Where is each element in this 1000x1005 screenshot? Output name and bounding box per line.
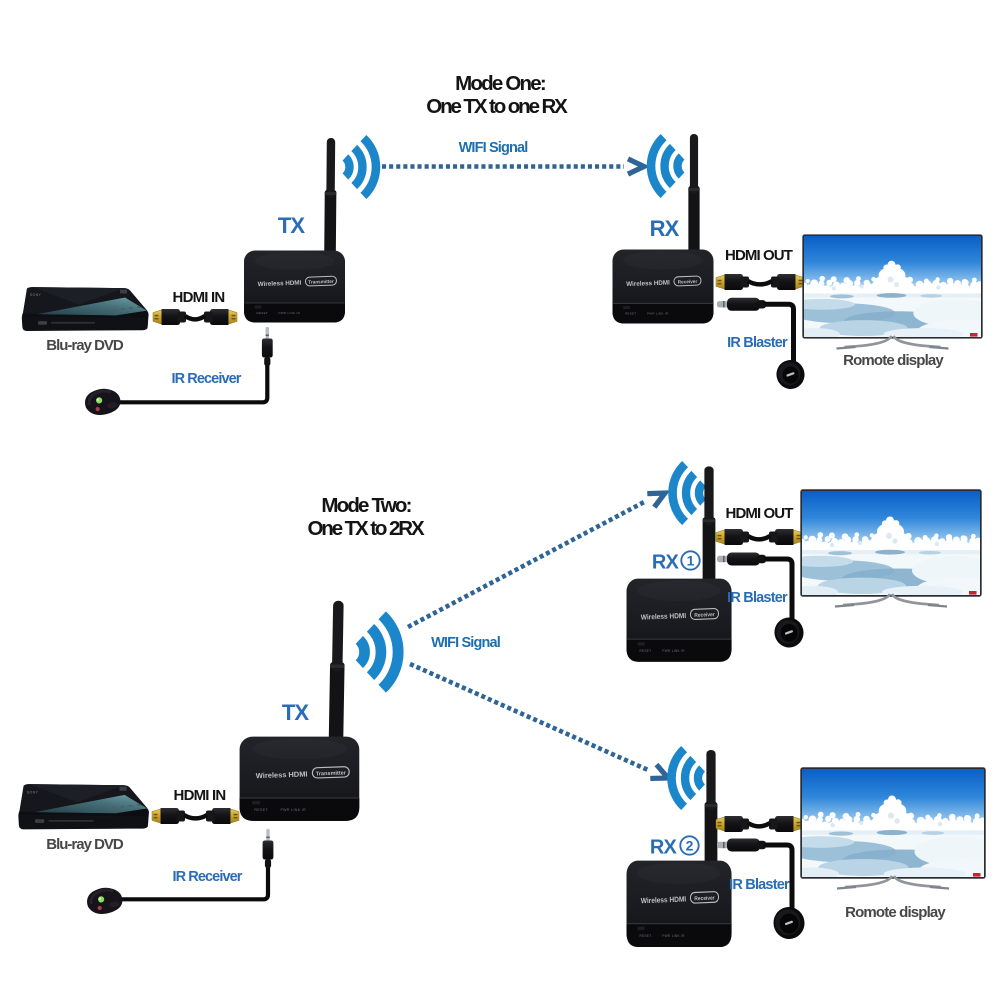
svg-text:Transmitter: Transmitter [316,770,347,777]
svg-text:SONY: SONY [27,790,39,794]
svg-text:SONY: SONY [30,293,42,297]
svg-text:Blu-ray DVD: Blu-ray DVD [46,337,124,354]
svg-text:1: 1 [687,553,695,569]
svg-text:Wireless HDMI: Wireless HDMI [256,769,308,780]
svg-text:TX: TX [278,213,306,238]
svg-text:Blu-ray DVD: Blu-ray DVD [46,836,124,853]
svg-text:One TX to 2RX: One TX to 2RX [307,517,425,540]
svg-text:RESET: RESET [625,312,636,316]
svg-text:RX: RX [652,552,680,574]
svg-text:HDMI OUT: HDMI OUT [725,247,793,264]
svg-text:Wireless HDMI: Wireless HDMI [641,613,687,622]
svg-text:RESET: RESET [640,934,652,938]
svg-text:PWR LINK IR: PWR LINK IR [662,649,685,653]
svg-text:WIFI Signal: WIFI Signal [459,140,528,156]
svg-text:Romote display: Romote display [845,904,946,921]
svg-text:IR Blaster: IR Blaster [729,877,790,893]
svg-text:Mode One:: Mode One: [455,72,545,95]
svg-text:Mode Two:: Mode Two: [321,494,410,517]
svg-text:RX: RX [650,216,680,241]
svg-text:PWR LINK IR: PWR LINK IR [647,312,669,316]
svg-text:Receiver: Receiver [694,612,715,619]
svg-text:One TX to one RX: One TX to one RX [426,95,568,118]
svg-text:Romote display: Romote display [843,352,944,369]
svg-text:IR Receiver: IR Receiver [172,869,242,885]
svg-text:PWR LINK IR: PWR LINK IR [279,311,301,315]
svg-text:IR Receiver: IR Receiver [171,371,241,387]
svg-text:IR Blaster: IR Blaster [727,590,788,606]
svg-text:IR Blaster: IR Blaster [727,335,788,351]
svg-text:HDMI OUT: HDMI OUT [726,505,794,522]
svg-text:PWR LINK IR: PWR LINK IR [662,934,685,938]
svg-text:2: 2 [686,838,694,854]
svg-text:Wireless HDMI: Wireless HDMI [641,896,687,905]
svg-text:RX: RX [650,837,678,859]
svg-text:RESET: RESET [254,808,268,812]
svg-text:Receiver: Receiver [678,279,698,286]
svg-text:HDMI IN: HDMI IN [173,289,225,306]
svg-text:HDMI IN: HDMI IN [174,787,226,804]
svg-text:RESET: RESET [640,649,652,653]
svg-text:Receiver: Receiver [694,895,715,902]
svg-text:Wireless HDMI: Wireless HDMI [626,279,670,288]
svg-text:TX: TX [282,700,310,725]
svg-text:WIFI Signal: WIFI Signal [431,635,500,651]
svg-text:PWR LINK IR: PWR LINK IR [280,808,306,812]
svg-text:RESET: RESET [257,311,269,315]
svg-text:Transmitter: Transmitter [308,279,334,285]
svg-text:Wireless HDMI: Wireless HDMI [258,280,302,289]
